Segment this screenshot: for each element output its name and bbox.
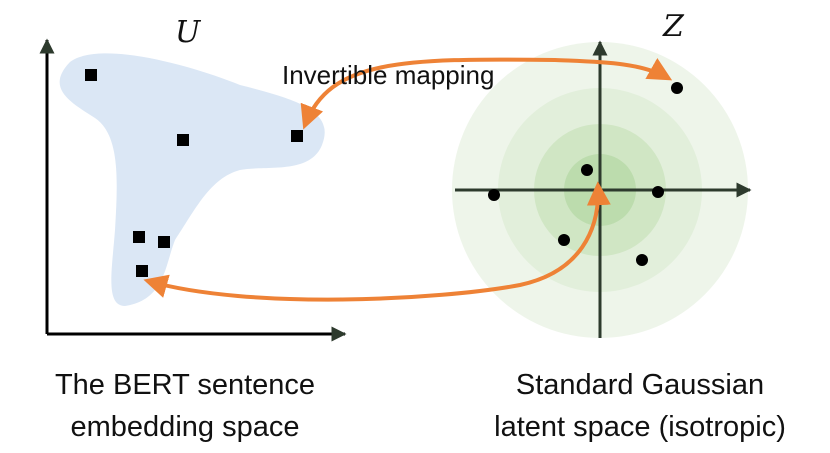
dot-marker-icon [581,164,593,176]
space-symbol-u: U [175,15,202,50]
square-marker-icon [177,134,189,146]
right-caption-line-2: latent space (isotropic) [494,411,786,443]
invertible-mapping-arrows: Invertible mapping [143,57,673,302]
square-marker-icon [136,265,148,277]
square-marker-icon [291,130,303,142]
left-caption-line-1: The BERT sentence [54,369,316,401]
arrow-icon [143,181,611,302]
dot-marker-icon [652,186,664,198]
square-marker-icon [158,236,170,248]
embedding-blob [59,53,325,306]
dot-marker-icon [558,234,570,246]
left-caption: The BERT sentence embedding space [20,364,350,448]
left-caption-line-2: embedding space [70,411,300,443]
dot-marker-icon [488,189,500,201]
space-symbol-z: Z [662,9,685,44]
dot-marker-icon [671,82,683,94]
right-caption-line-1: Standard Gaussian [515,369,765,401]
square-marker-icon [85,69,97,81]
arrow-icon [300,57,673,130]
square-marker-icon [133,231,145,243]
mapping-label: Invertible mapping [282,60,494,90]
right-caption: Standard Gaussian latent space (isotropi… [450,364,830,448]
dot-marker-icon [636,254,648,266]
